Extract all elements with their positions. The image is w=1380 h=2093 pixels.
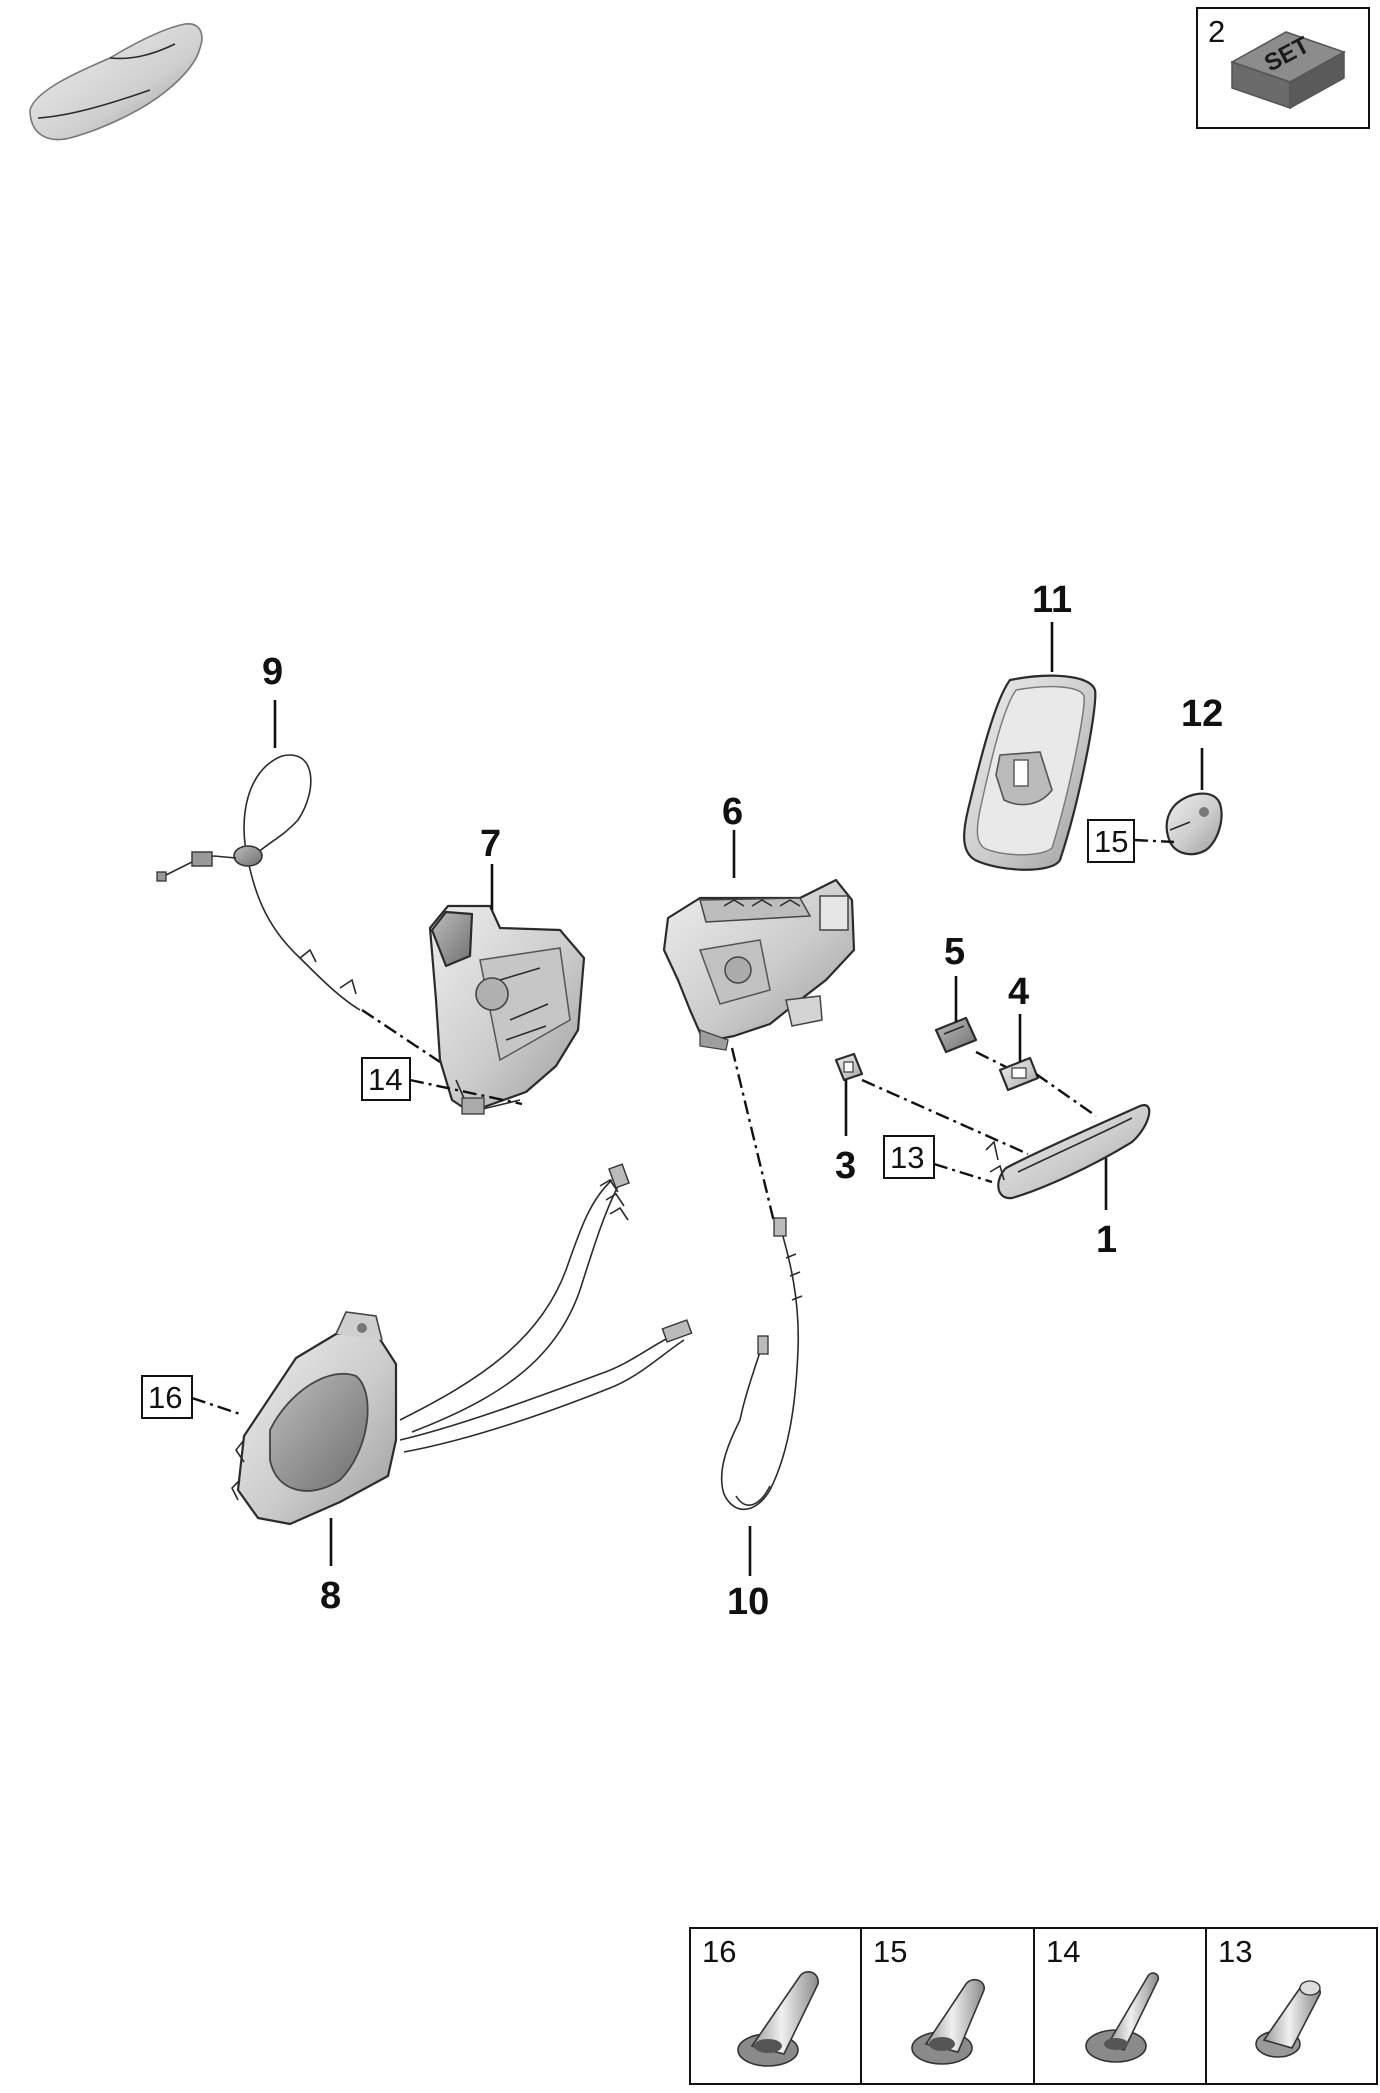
- dash-6-10: [730, 1047, 776, 1223]
- part-5-gasket: [934, 1016, 978, 1054]
- part-7-lock-module: [428, 904, 586, 1115]
- fastener-label-13: 13: [1218, 1934, 1252, 1969]
- ref-box-15-label: 15: [1094, 824, 1128, 859]
- ref-box-13: [883, 1135, 935, 1179]
- dash-4-1: [1035, 1073, 1097, 1117]
- fastener-cell-16: 16: [702, 1934, 819, 2067]
- fastener-cell-14: 14: [1046, 1934, 1160, 2063]
- callout-3: 3: [835, 1145, 856, 1187]
- dash-13: [933, 1162, 993, 1184]
- dash-5: [975, 1050, 1009, 1070]
- fastener-label-16: 16: [702, 1934, 736, 1969]
- part-10-cable: [720, 1217, 803, 1511]
- dash-16: [191, 1396, 241, 1416]
- ref-box-15: [1087, 819, 1135, 863]
- bolt-14-icon: [1085, 1972, 1160, 2063]
- callout-5: 5: [944, 931, 965, 973]
- ref-box-16-label: 16: [148, 1380, 182, 1415]
- part-4-seal: [998, 1056, 1040, 1092]
- dash-15: [1133, 838, 1175, 844]
- dash-9-7: [361, 1009, 441, 1063]
- fastener-label-14: 14: [1046, 1934, 1080, 1969]
- fastener-table: 16 15 14 13: [689, 1927, 1378, 2085]
- callout-6: 6: [722, 791, 743, 833]
- callout-9: 9: [262, 651, 283, 693]
- dash-14: [409, 1078, 523, 1106]
- ref-box-13-label: 13: [890, 1140, 924, 1175]
- dash-3-1: [861, 1078, 1029, 1156]
- callout-1: 1: [1096, 1219, 1117, 1261]
- bolt-13-icon: [1255, 1980, 1321, 2058]
- bolt-16-icon: [737, 1971, 819, 2067]
- part-3-grommet: [834, 1052, 864, 1082]
- part-12-striker: [1165, 792, 1223, 856]
- car-silhouette-icon: [29, 23, 203, 141]
- set-box-number: 2: [1208, 14, 1225, 49]
- fastener-cell-13: 13: [1218, 1934, 1321, 2058]
- ref-box-16: [141, 1375, 193, 1419]
- callout-11: 11: [1032, 579, 1072, 621]
- part-8-lock-with-cables: [231, 1163, 693, 1526]
- callout-12: 12: [1181, 693, 1223, 735]
- part-1-outer-handle: [985, 1104, 1151, 1200]
- bolt-15-icon: [911, 1978, 985, 2065]
- fastener-label-15: 15: [873, 1934, 907, 1969]
- ref-box-14: [361, 1057, 411, 1101]
- fastener-cell-15: 15: [873, 1934, 985, 2065]
- set-cube-icon: SET: [1230, 31, 1346, 110]
- callout-10: 10: [727, 1581, 769, 1623]
- part-6-handle-mechanism: [662, 878, 856, 1051]
- part-11-handle-cover: [963, 674, 1097, 871]
- callout-4: 4: [1008, 971, 1029, 1013]
- set-box: 2 SET: [1196, 7, 1370, 129]
- ref-box-14-label: 14: [368, 1062, 402, 1097]
- part-9-cable: [156, 754, 361, 1011]
- callout-7: 7: [480, 823, 501, 865]
- callout-8: 8: [320, 1575, 341, 1617]
